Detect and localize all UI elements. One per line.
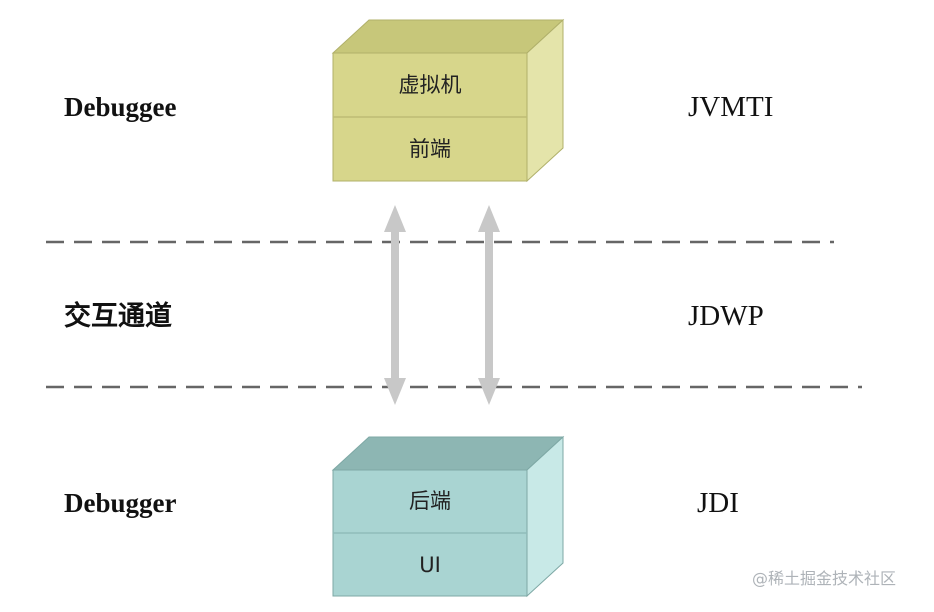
bottom-cube xyxy=(331,435,565,598)
debuggee-label: Debuggee xyxy=(64,92,177,122)
interaction-channel-label: 交互通道 xyxy=(64,301,172,332)
top-cube-upper-text: 虚拟机 xyxy=(398,73,462,97)
bottom-cube-lower-text: UI xyxy=(419,553,441,577)
top-cube-top-face xyxy=(331,19,565,54)
top-cube xyxy=(331,18,565,183)
watermark: @稀土掘金技术社区 xyxy=(752,569,897,588)
debugger-label: Debugger xyxy=(64,488,177,518)
bottom-cube-top-face xyxy=(331,436,565,471)
arrow-right xyxy=(478,205,500,405)
jdwp-label: JDWP xyxy=(688,300,764,332)
jdi-label: JDI xyxy=(697,487,739,519)
bottom-cube-upper-text: 后端 xyxy=(409,489,451,513)
jvmti-label: JVMTI xyxy=(688,91,774,123)
top-cube-lower-text: 前端 xyxy=(409,137,451,161)
arrow-left xyxy=(384,205,406,405)
